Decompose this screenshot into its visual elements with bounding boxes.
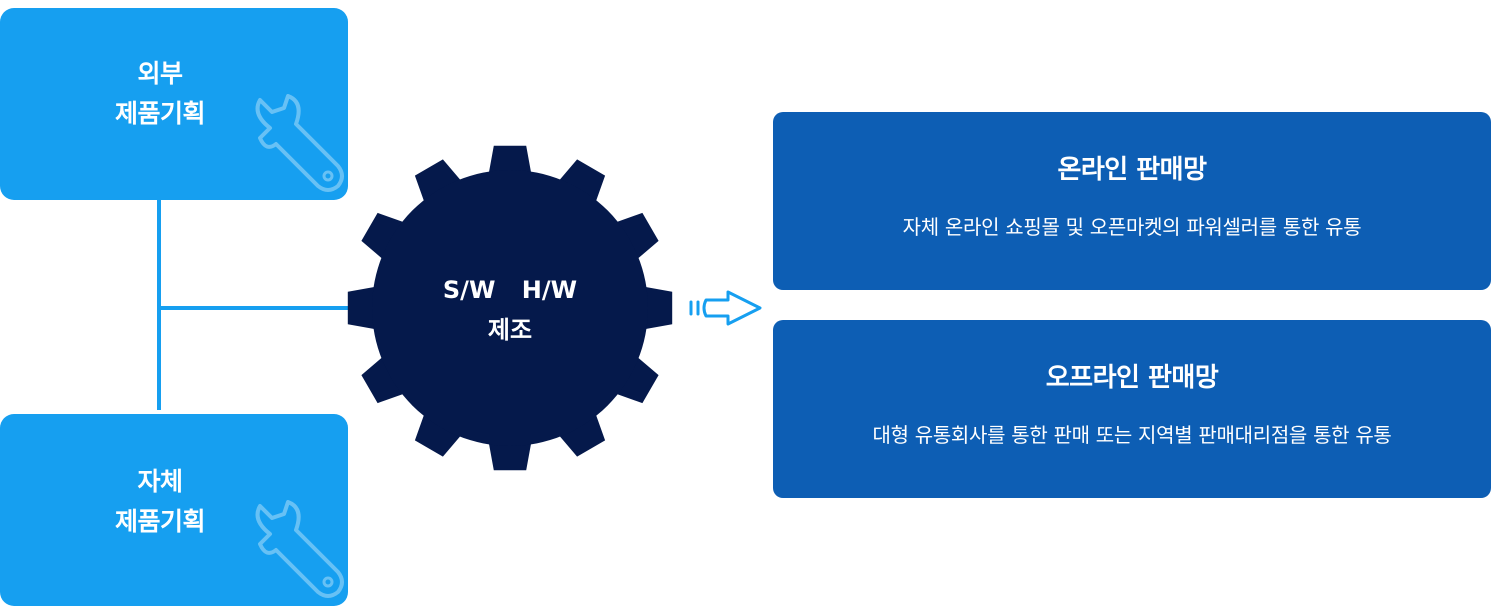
gear-icon bbox=[347, 145, 673, 471]
manufacturing-line1: S/W H/W bbox=[442, 276, 578, 304]
offline-channel-description: 대형 유통회사를 통한 판매 또는 지역별 판매대리점을 통한 유통 bbox=[872, 423, 1392, 447]
online-channel-description: 자체 온라인 쇼핑몰 및 오픈마켓의 파워셀러를 통한 유통 bbox=[902, 215, 1362, 239]
connector-horizontal bbox=[157, 306, 353, 310]
wrench-icon bbox=[255, 94, 344, 192]
gear-hub bbox=[372, 170, 648, 446]
internal-planning-line2: 제품기획 bbox=[114, 507, 206, 536]
connector-vertical bbox=[157, 198, 161, 410]
internal-planning-line1: 자체 bbox=[137, 467, 183, 496]
online-channel-title: 온라인 판매망 bbox=[1057, 155, 1207, 185]
offline-channel-title: 오프라인 판매망 bbox=[1045, 363, 1219, 393]
manufacturing-label: S/W H/W 제조 bbox=[395, 270, 625, 350]
arrow-right-icon bbox=[689, 290, 762, 326]
offline-channel-box: 오프라인 판매망 대형 유통회사를 통한 판매 또는 지역별 판매대리점을 통한… bbox=[773, 320, 1491, 498]
external-planning-line1: 외부 bbox=[137, 59, 183, 88]
internal-planning-title: 자체 제품기획 bbox=[0, 462, 320, 542]
online-channel-box: 온라인 판매망 자체 온라인 쇼핑몰 및 오픈마켓의 파워셀러를 통한 유통 bbox=[773, 112, 1491, 290]
wrench-icon bbox=[255, 500, 344, 598]
external-planning-line2: 제품기획 bbox=[114, 99, 206, 128]
external-planning-box: 외부 제품기획 bbox=[0, 8, 348, 200]
manufacturing-line2: 제조 bbox=[487, 316, 533, 344]
internal-planning-box: 자체 제품기획 bbox=[0, 414, 348, 606]
external-planning-title: 외부 제품기획 bbox=[0, 54, 320, 134]
